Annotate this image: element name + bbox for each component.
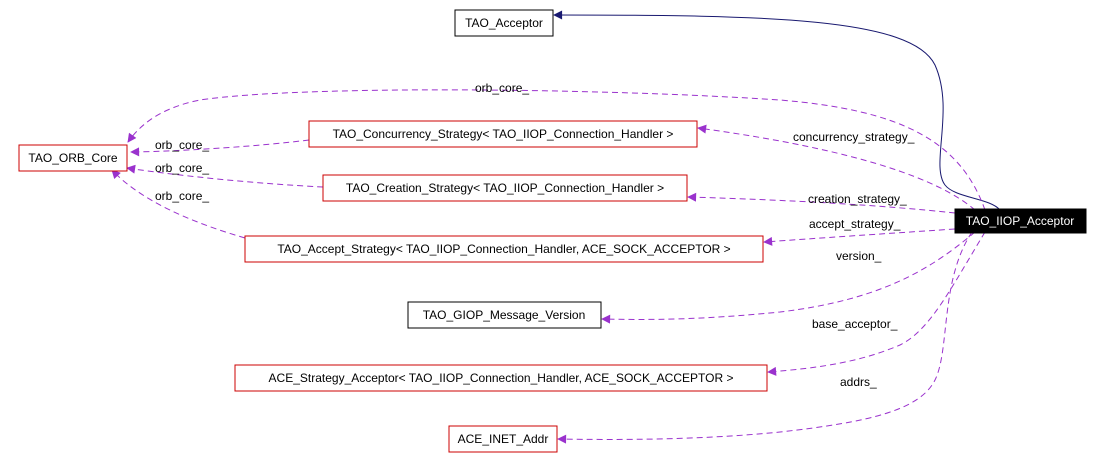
node-accept-strategy[interactable]: TAO_Accept_Strategy< TAO_IIOP_Connection… xyxy=(244,235,764,263)
node-accept-strategy-label: TAO_Accept_Strategy< TAO_IIOP_Connection… xyxy=(277,242,730,256)
node-ace-strategy-acceptor[interactable]: ACE_Strategy_Acceptor< TAO_IIOP_Connecti… xyxy=(234,364,768,392)
edge-accept-strategy xyxy=(763,228,956,246)
edge-version xyxy=(601,231,976,324)
node-concurrency-strategy-label: TAO_Concurrency_Strategy< TAO_IIOP_Conne… xyxy=(333,127,674,141)
edge-base-acceptor xyxy=(767,231,986,376)
edge-label-addrs: addrs_ xyxy=(840,375,877,389)
node-tao-orb-core[interactable]: TAO_ORB_Core xyxy=(18,144,128,172)
edge-label-version: version_ xyxy=(836,249,882,263)
edge-label-concurrency-strategy: concurrency_strategy_ xyxy=(793,130,915,144)
node-ace-inet-addr-label: ACE_INET_Addr xyxy=(458,432,549,446)
edge-label-creation-strategy: creation_strategy_ xyxy=(808,192,907,206)
edge-label-orb-core-creation: orb_core_ xyxy=(155,161,209,175)
node-tao-iiop-acceptor-label: TAO_IIOP_Acceptor xyxy=(966,214,1075,228)
edge-orb-core-accept xyxy=(111,169,246,239)
edge-orb-core-top xyxy=(127,89,986,211)
edge-orb-core-creation xyxy=(126,164,324,188)
node-ace-strategy-acceptor-label: ACE_Strategy_Acceptor< TAO_IIOP_Connecti… xyxy=(269,371,734,385)
edge-label-accept-strategy: accept_strategy_ xyxy=(809,217,901,231)
node-giop-message-version-label: TAO_GIOP_Message_Version xyxy=(423,308,586,322)
node-creation-strategy[interactable]: TAO_Creation_Strategy< TAO_IIOP_Connecti… xyxy=(322,174,688,202)
node-creation-strategy-label: TAO_Creation_Strategy< TAO_IIOP_Connecti… xyxy=(346,181,664,195)
edge-concurrency-strategy xyxy=(697,124,976,211)
edge-label-orb-core-accept: orb_core_ xyxy=(155,189,209,203)
edge-orb-core-concurrency xyxy=(130,139,310,157)
node-tao-orb-core-label: TAO_ORB_Core xyxy=(28,151,117,165)
node-concurrency-strategy[interactable]: TAO_Concurrency_Strategy< TAO_IIOP_Conne… xyxy=(308,120,698,148)
node-giop-message-version[interactable]: TAO_GIOP_Message_Version xyxy=(407,301,602,329)
edge-inherit-tao-acceptor xyxy=(553,10,1001,211)
edge-creation-strategy xyxy=(687,192,956,214)
edge-label-base-acceptor: base_acceptor_ xyxy=(812,317,898,331)
edge-label-orb-core-concurrency: orb_core_ xyxy=(155,138,209,152)
edge-addrs xyxy=(557,231,973,444)
edge-label-orb-core-top: orb_core_ xyxy=(475,81,529,95)
node-tao-iiop-acceptor[interactable]: TAO_IIOP_Acceptor xyxy=(954,208,1087,234)
node-ace-inet-addr[interactable]: ACE_INET_Addr xyxy=(448,425,558,453)
node-tao-acceptor-label: TAO_Acceptor xyxy=(465,16,543,30)
node-tao-acceptor[interactable]: TAO_Acceptor xyxy=(454,9,554,37)
